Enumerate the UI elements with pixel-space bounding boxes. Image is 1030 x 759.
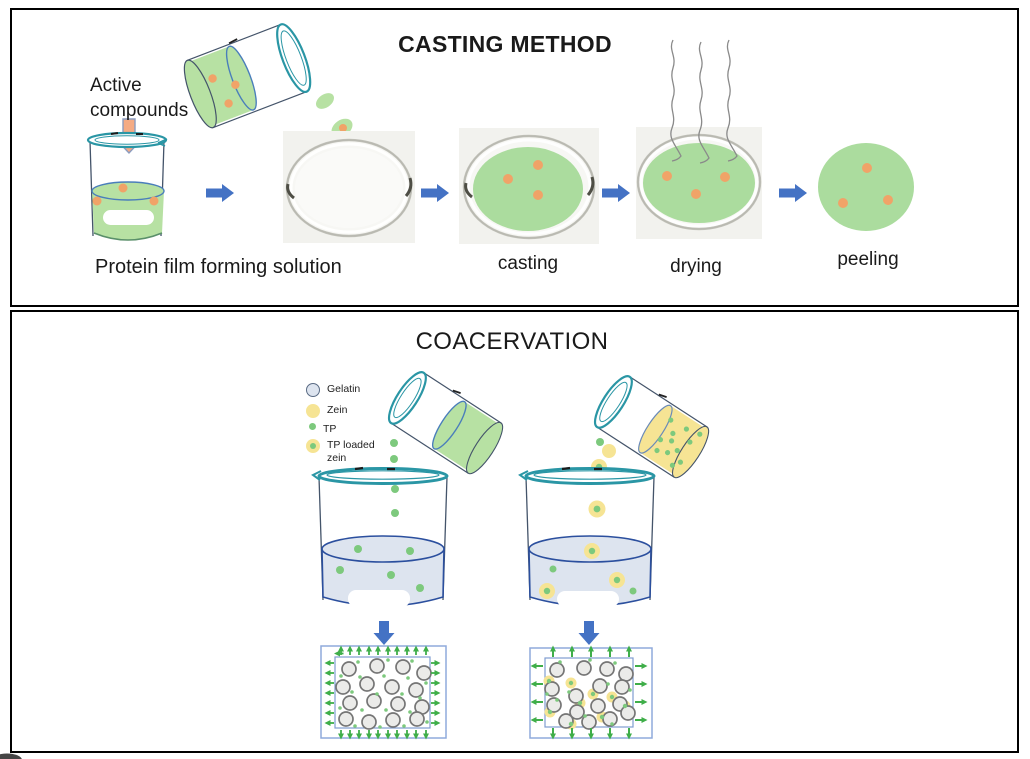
tp-swatch-icon: [309, 423, 316, 430]
gelatin-swatch-icon: [306, 383, 320, 397]
legend-item-tp-loaded-zein: TP loaded zein: [306, 439, 389, 464]
tp-loaded-zein-swatch-icon: [306, 439, 320, 453]
peeling-step-label: peeling: [837, 249, 899, 270]
legend-label: TP: [323, 423, 337, 435]
legend-item-zein: Zein: [306, 404, 347, 418]
corner-artifact: [0, 753, 22, 759]
coacervation-legend: Gelatin Zein TP TP loaded zein: [300, 378, 420, 470]
coacervation-title: COACERVATION: [415, 328, 609, 355]
legend-label: Gelatin: [327, 383, 361, 395]
zein-swatch-icon: [306, 404, 320, 418]
coacervation-panel: [10, 310, 1019, 753]
casting-title: CASTING METHOD: [398, 31, 612, 57]
legend-item-tp: TP: [306, 423, 336, 436]
solution-label: Protein film forming solution: [95, 256, 342, 278]
legend-label: TP loaded zein: [327, 439, 375, 464]
active-compounds-label: Active compounds: [90, 75, 189, 121]
drying-step-label: drying: [670, 256, 722, 277]
legend-item-gelatin: Gelatin: [306, 383, 360, 397]
casting-step-label: casting: [497, 253, 559, 274]
legend-label: Zein: [327, 404, 348, 416]
